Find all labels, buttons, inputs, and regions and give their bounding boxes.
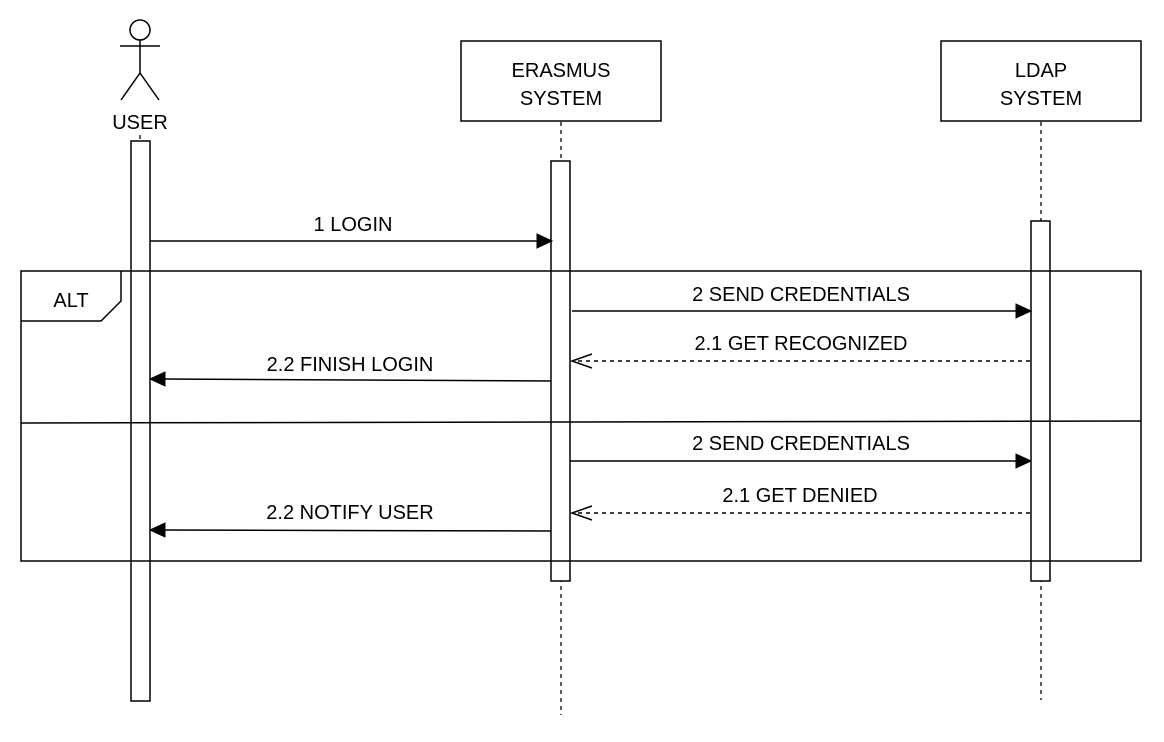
ldap-system-label-line2: SYSTEM	[1000, 88, 1082, 110]
send-credentials-2-arrowhead	[1015, 453, 1033, 469]
get-recognized-label: 2.1 GET RECOGNIZED	[694, 333, 907, 355]
alt-fragment-label: ALT	[53, 290, 88, 312]
alt-fragment-tab	[21, 271, 122, 322]
finish-login-label: 2.2 FINISH LOGIN	[267, 354, 434, 376]
notify-user-label: 2.2 NOTIFY USER	[266, 502, 433, 524]
finish-login-arrowhead	[148, 371, 166, 387]
erasmus-system-box	[460, 40, 662, 122]
notify-user-arrow	[161, 529, 552, 532]
user-activation-bar	[130, 140, 151, 702]
alt-fragment-frame	[20, 270, 1142, 562]
get-recognized-arrowhead	[569, 353, 593, 369]
notify-user-arrowhead	[148, 522, 166, 538]
user-label: USER	[112, 112, 168, 134]
login-arrowhead	[536, 233, 554, 249]
erasmus-system-label-line2: SYSTEM	[520, 88, 602, 110]
send-credentials-1-arrowhead	[1015, 303, 1033, 319]
ldap-system-label-line1: LDAP	[1015, 60, 1067, 82]
alt-fragment-divider	[20, 420, 1142, 424]
user-actor-icon	[120, 19, 160, 101]
finish-login-arrow	[161, 378, 552, 382]
erasmus-system-label-line1: ERASMUS	[512, 60, 611, 82]
send-credentials-1-label: 2 SEND CREDENTIALS	[692, 284, 910, 306]
ldap-activation-bar	[1030, 220, 1051, 582]
erasmus-activation-bar	[550, 160, 571, 582]
get-denied-label: 2.1 GET DENIED	[722, 485, 877, 507]
ldap-system-box	[940, 40, 1142, 122]
send-credentials-2-label: 2 SEND CREDENTIALS	[692, 433, 910, 455]
get-denied-arrowhead	[569, 505, 593, 521]
login-message-label: 1 LOGIN	[314, 214, 393, 236]
